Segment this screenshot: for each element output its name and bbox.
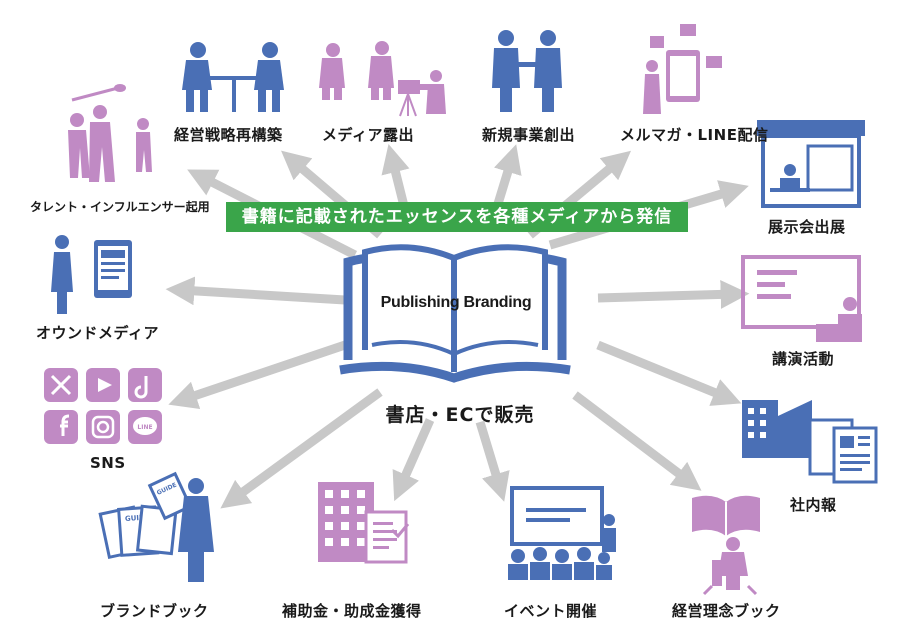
talent-icon: [68, 84, 152, 182]
arrow-sns: [168, 340, 347, 410]
central-book-icon: [339, 244, 571, 383]
arrow-lecture: [597, 280, 750, 309]
internal-newsletter-icon: [742, 400, 878, 484]
new-business-icon: [492, 30, 562, 112]
label-sns: SNS: [90, 454, 126, 472]
svg-text:GUIDE: GUIDE: [125, 513, 150, 523]
label-new-business: 新規事業創出: [482, 126, 576, 144]
book-caption: 書店・ECで販売: [385, 404, 535, 426]
subsidy-icon: [318, 482, 410, 564]
label-media: メディア露出: [322, 126, 414, 144]
arrow-brandbook: [220, 388, 383, 509]
instagram-logo-icon: [86, 410, 120, 444]
arrow-subsidy: [392, 418, 435, 502]
philosophy-icon: [692, 495, 760, 596]
exhibition-icon: [757, 120, 865, 208]
event-icon: [508, 486, 616, 580]
label-brandbook: ブランドブック: [100, 602, 209, 620]
label-newsletter: メルマガ・LINE配信: [620, 126, 769, 144]
strategy-icon: [182, 42, 284, 112]
book-title: Publishing Branding: [380, 294, 532, 311]
arrow-owned-media: [165, 276, 346, 306]
label-internal: 社内報: [790, 496, 837, 514]
label-exhibition: 展示会出展: [768, 218, 846, 236]
newsletter-icon: [643, 24, 722, 114]
arrow-event: [475, 420, 510, 502]
arrow-philosophy: [572, 391, 702, 491]
brandbook-icon: GUIDE GUIDE: [98, 471, 214, 582]
label-event: イベント開催: [504, 602, 598, 620]
label-talent: タレント・インフルエンサー起用: [30, 200, 210, 214]
owned-media-icon: [51, 235, 132, 314]
label-strategy: 経営戦略再構築: [174, 126, 283, 144]
banner: 書籍に記載されたエッセンスを各種メディアから発信: [226, 202, 688, 232]
label-lecture: 講演活動: [772, 350, 835, 368]
sns-icons: LINE: [44, 368, 162, 444]
svg-text:LINE: LINE: [137, 424, 152, 431]
label-philosophy: 経営理念ブック: [672, 602, 781, 620]
lecture-icon: [741, 255, 862, 342]
media-icon: [319, 41, 446, 117]
arrow-internal: [596, 340, 742, 406]
label-subsidy: 補助金・助成金獲得: [282, 602, 422, 620]
label-owned-media: オウンドメディア: [36, 324, 159, 342]
